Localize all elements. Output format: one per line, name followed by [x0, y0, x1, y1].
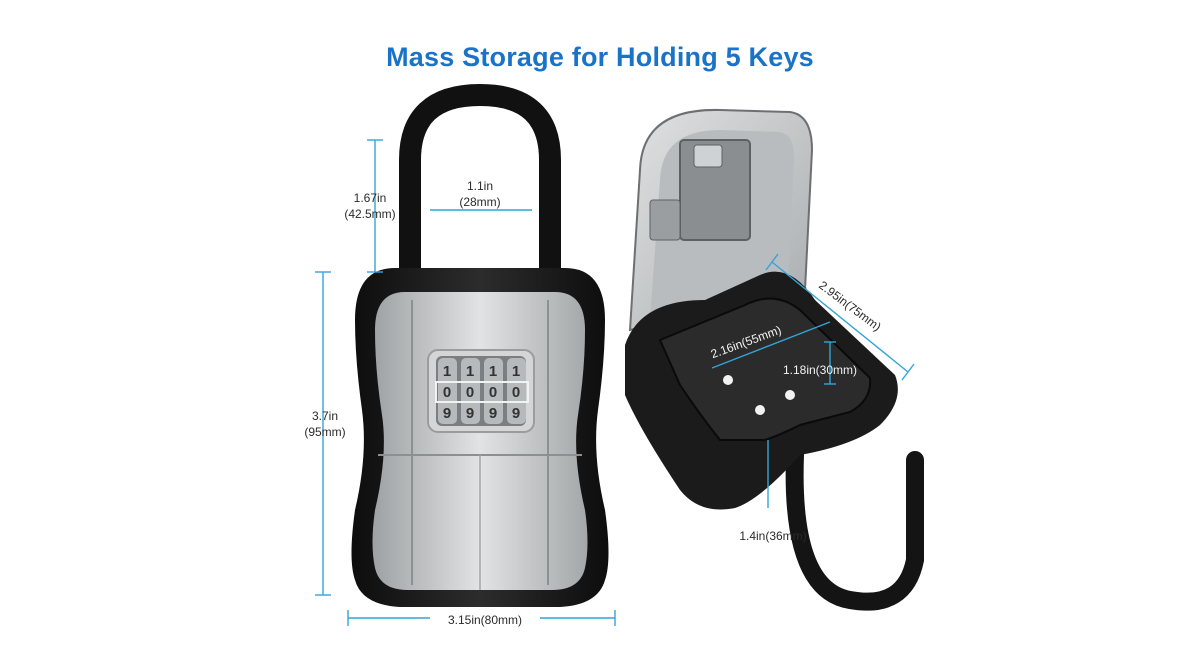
dial-1-bottom: 9: [443, 405, 451, 422]
shackle-width-label: 1.1in (28mm): [459, 179, 501, 209]
front-dials: [435, 358, 529, 424]
dial-1-top: 1: [443, 363, 451, 380]
dial-2-bottom: 9: [466, 405, 474, 422]
inner-depth-label: 1.18in(30mm): [782, 363, 858, 377]
dial-4-top: 1: [512, 363, 520, 380]
dial-4-middle: 0: [512, 384, 520, 401]
open-shackle: [785, 446, 924, 611]
dial-3-bottom: 9: [489, 405, 497, 422]
dial-2-middle: 0: [466, 384, 474, 401]
body-width-label: 3.15in(80mm): [430, 612, 540, 628]
open-base-cavity: [658, 297, 872, 441]
dial-2-top: 1: [466, 363, 474, 380]
dial-3-middle: 0: [489, 384, 497, 401]
front-shackle: [399, 83, 561, 311]
dial-3-top: 1: [489, 363, 497, 380]
shackle-height-label: 1.67in (42.5mm): [344, 191, 396, 221]
body-depth-label: 1.4in(36mm): [739, 529, 807, 543]
page-title: Mass Storage for Holding 5 Keys: [386, 42, 814, 72]
dial-1-middle: 0: [443, 384, 451, 401]
body-height-label: 3.7in (95mm): [304, 409, 346, 439]
dial-4-bottom: 9: [512, 405, 520, 422]
